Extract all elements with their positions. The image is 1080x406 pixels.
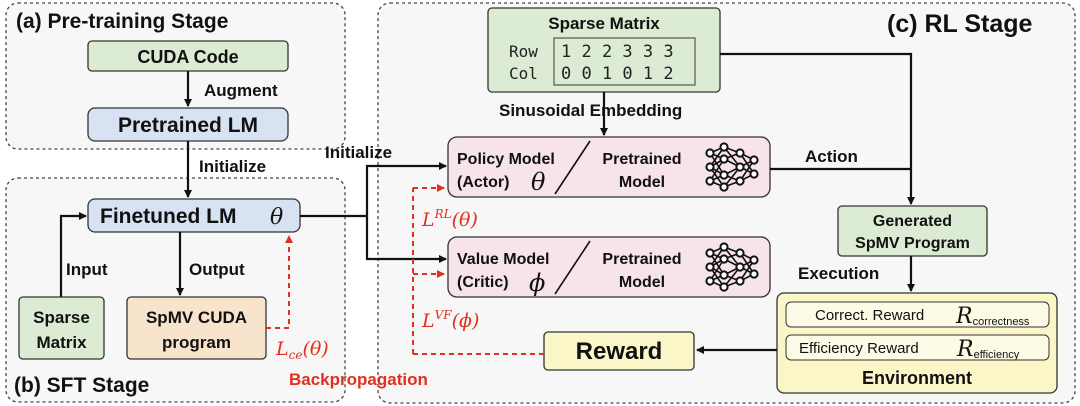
policy-model-box [447, 136, 771, 198]
value-phi: ϕ [529, 269, 545, 297]
row-values: 1 2 2 3 3 3 [561, 42, 674, 62]
policy-pretrained-line1: Pretrained [602, 151, 681, 168]
efficiency-reward-label: Efficiency Reward [799, 340, 919, 357]
generated-program-box [837, 205, 988, 257]
col-values: 0 0 1 0 1 2 [561, 64, 674, 84]
generated-program-line2: SpMV Program [855, 235, 970, 252]
correctness-reward-label: Correct. Reward [815, 307, 924, 324]
action-label: Action [805, 147, 858, 166]
value-model-line2: (Critic) [457, 274, 509, 291]
embedding-label: Sinusoidal Embedding [499, 101, 682, 120]
sparse-matrix-title: Sparse Matrix [548, 14, 660, 33]
sft-stage-title: (b) SFT Stage [14, 374, 149, 397]
cuda-code-label: CUDA Code [137, 47, 238, 67]
efficiency-reward-symbol: Refficiency [956, 337, 1020, 362]
rl-loss-label: LRL(θ) [421, 207, 478, 231]
matrix-to-program-arrow [720, 52, 913, 169]
vf-loss-label: LVF(ϕ) [421, 308, 479, 332]
backprop-label: Backpropagation [289, 370, 428, 389]
ce-loss-label: Lce(θ) [275, 338, 329, 362]
augment-label: Augment [204, 81, 278, 100]
value-pretrained-line2: Model [619, 274, 665, 291]
policy-model-line1: Policy Model [457, 151, 555, 168]
initialize-policy-arrow [300, 162, 447, 218]
policy-pretrained-line2: Model [619, 174, 665, 191]
policy-theta: θ [531, 168, 546, 196]
rl-stage-title: (c) RL Stage [887, 10, 1032, 38]
value-model-box [447, 236, 771, 298]
output-label: Output [189, 260, 245, 279]
initialize-sft-label: Initialize [199, 157, 266, 176]
reward-label: Reward [576, 338, 663, 365]
sparse-matrix-input-line2: Matrix [36, 333, 87, 352]
spmv-cuda-program-line2: program [162, 333, 231, 352]
value-model-line1: Value Model [457, 251, 549, 268]
policy-divider [554, 140, 591, 195]
spmv-cuda-program-line1: SpMV CUDA [146, 308, 247, 327]
input-arrow [59, 212, 87, 297]
ce-loss-backprop-arrow [266, 235, 293, 329]
matrix-values-frame [553, 37, 696, 86]
initialize-value-arrow [365, 216, 447, 263]
initialize-rl-label: Initialize [325, 143, 392, 162]
efficiency-reward-box [785, 334, 1050, 361]
col-label: Col [509, 64, 538, 83]
finetuned-theta: θ [270, 205, 283, 230]
policy-model-line2: (Actor) [457, 174, 509, 191]
environment-label: Environment [862, 368, 972, 388]
correctness-reward-box [785, 301, 1050, 328]
sparse-matrix-input-line1: Sparse [33, 308, 90, 327]
generated-program-line1: Generated [873, 213, 952, 230]
value-pretrained-line1: Pretrained [602, 251, 681, 268]
input-label: Input [66, 260, 108, 279]
pretrain-stage-title: (a) Pre-training Stage [16, 10, 228, 33]
correctness-reward-symbol: Rcorrectness [955, 304, 1030, 329]
reward-box [543, 331, 695, 371]
execution-label: Execution [798, 264, 879, 283]
value-divider [554, 240, 591, 295]
row-label: Row [509, 42, 538, 61]
finetuned-lm-label: Finetuned LM [100, 205, 236, 228]
pretrained-lm-label: Pretrained LM [118, 114, 258, 137]
